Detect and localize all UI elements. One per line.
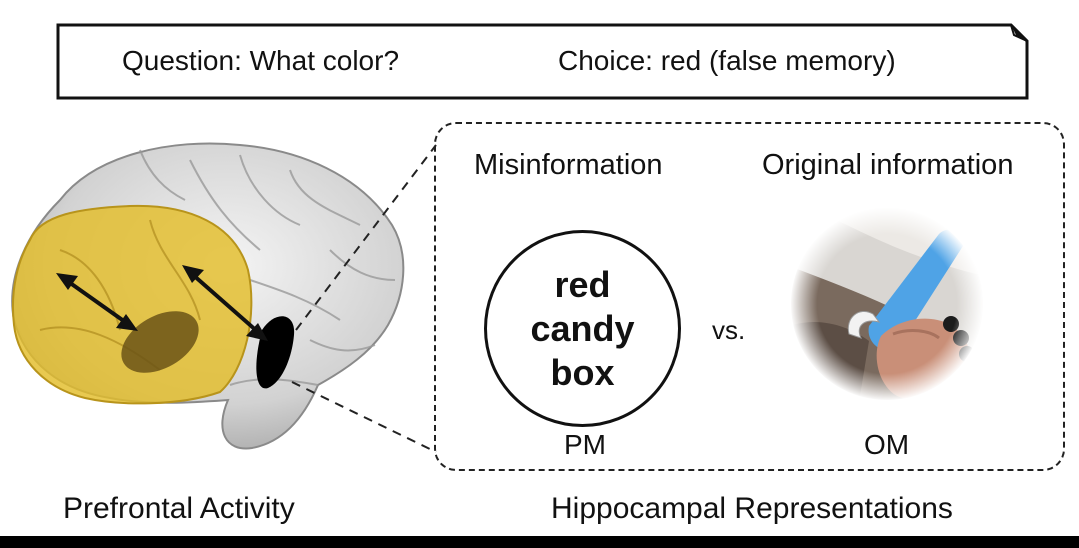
prefrontal-activation — [121, 311, 199, 373]
misinformation-heading: Misinformation — [474, 149, 663, 181]
original-information-heading: Original information — [762, 149, 1014, 181]
brain-illustration — [0, 130, 420, 460]
choice-text: Choice: red (false memory) — [558, 45, 896, 76]
om-label: OM — [864, 429, 910, 460]
hippocampus-marker — [256, 316, 295, 389]
original-information-photo — [790, 207, 984, 401]
pm-label: PM — [564, 429, 606, 460]
question-banner: Question: What color? Choice: red (false… — [56, 23, 1029, 100]
hippocampal-panel: Misinformation Original information red … — [434, 122, 1065, 471]
hippocampal-caption: Hippocampal Representations — [551, 492, 953, 525]
circle-word: candy — [530, 307, 635, 349]
circle-word: red — [554, 263, 611, 305]
bottom-bar — [0, 536, 1079, 548]
versus-label: vs. — [712, 315, 746, 345]
circle-word: box — [550, 351, 615, 393]
banner-frame — [56, 23, 1029, 100]
question-text: Question: What color? — [122, 45, 400, 76]
misinformation-circle: red candy box — [484, 230, 681, 427]
prefrontal-region — [11, 204, 253, 405]
prefrontal-caption: Prefrontal Activity — [63, 492, 295, 525]
